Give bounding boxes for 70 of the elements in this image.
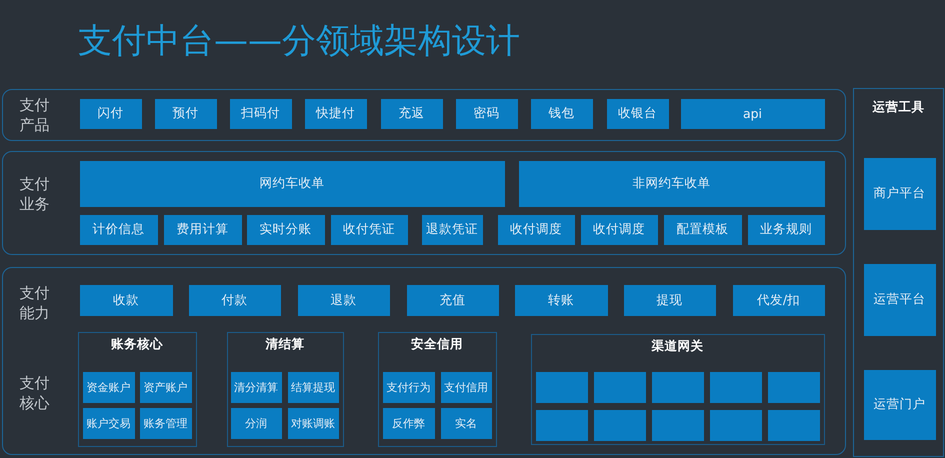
group-frame [78,332,196,446]
empty-box [710,372,762,402]
module-box: 退款凭证 [422,214,482,244]
module-box: 代发/扣 [732,284,824,316]
row-label: 支付能力 [20,282,50,322]
title: 支付中台——分领域架构设计 [78,20,520,62]
module-box: 分润 [230,408,282,438]
module-box: 对账调账 [288,408,338,438]
module-box: 转账 [514,284,608,316]
row-label: 支付核心 [20,372,50,412]
group-title: 运营工具 [872,99,926,115]
module-box: 清分清算 [230,372,282,402]
group-title: 渠道网关 [650,338,704,354]
module-box: 配置模板 [664,214,742,244]
module-box: 充返 [380,98,442,128]
module-box: 预付 [154,98,216,128]
module-box: 业务规则 [748,214,824,244]
module-box: 网约车收单 [80,160,504,206]
side-panel [853,88,944,457]
module-box: 实时分账 [246,214,324,244]
group-title: 安全信用 [410,336,464,352]
module-box: 反作弊 [382,408,434,438]
module-box: 商户平台 [864,158,936,230]
module-box: 费用计算 [164,214,242,244]
module-box: 退款 [298,284,390,316]
module-box: 提现 [624,284,716,316]
module-box: 收付凭证 [330,214,408,244]
section-panel [2,89,846,141]
empty-box [536,372,588,402]
empty-box [594,372,646,402]
module-box: api [680,98,824,128]
module-box: 收款 [80,284,172,316]
module-box: 收付调度 [580,214,658,244]
empty-box [652,372,704,402]
module-box: 钱包 [530,98,592,128]
module-box: 支付行为 [382,372,434,402]
module-box: 实名 [440,408,492,438]
module-box: 资金账户 [82,372,134,402]
module-box: 结算提现 [288,372,338,402]
empty-box [710,410,762,440]
module-box: 账户交易 [82,408,134,438]
section-panel [2,267,846,455]
module-box: 支付信用 [440,372,492,402]
empty-box [594,410,646,440]
group-frame [530,334,824,444]
section-panel [2,151,846,255]
module-box: 收银台 [606,98,668,128]
empty-box [652,410,704,440]
group-frame [378,332,496,446]
module-box: 扫码付 [230,98,292,128]
module-box: 闪付 [80,98,142,128]
module-box: 运营门户 [864,370,936,440]
module-box: 快捷付 [304,98,366,128]
empty-box [768,372,820,402]
module-box: 非网约车收单 [518,160,824,206]
group-title: 清结算 [264,336,306,352]
module-box: 运营平台 [864,264,936,336]
group-frame [226,332,344,446]
empty-box [536,410,588,440]
module-box: 充值 [406,284,498,316]
group-title: 账务核心 [110,336,164,352]
empty-box [768,410,820,440]
module-box: 收付调度 [498,214,574,244]
module-box: 付款 [188,284,280,316]
row-label: 支付产品 [20,94,50,134]
row-label: 支付业务 [20,174,50,214]
module-box: 密码 [456,98,518,128]
module-box: 计价信息 [80,214,158,244]
module-box: 资产账户 [140,372,192,402]
module-box: 账务管理 [140,408,192,438]
